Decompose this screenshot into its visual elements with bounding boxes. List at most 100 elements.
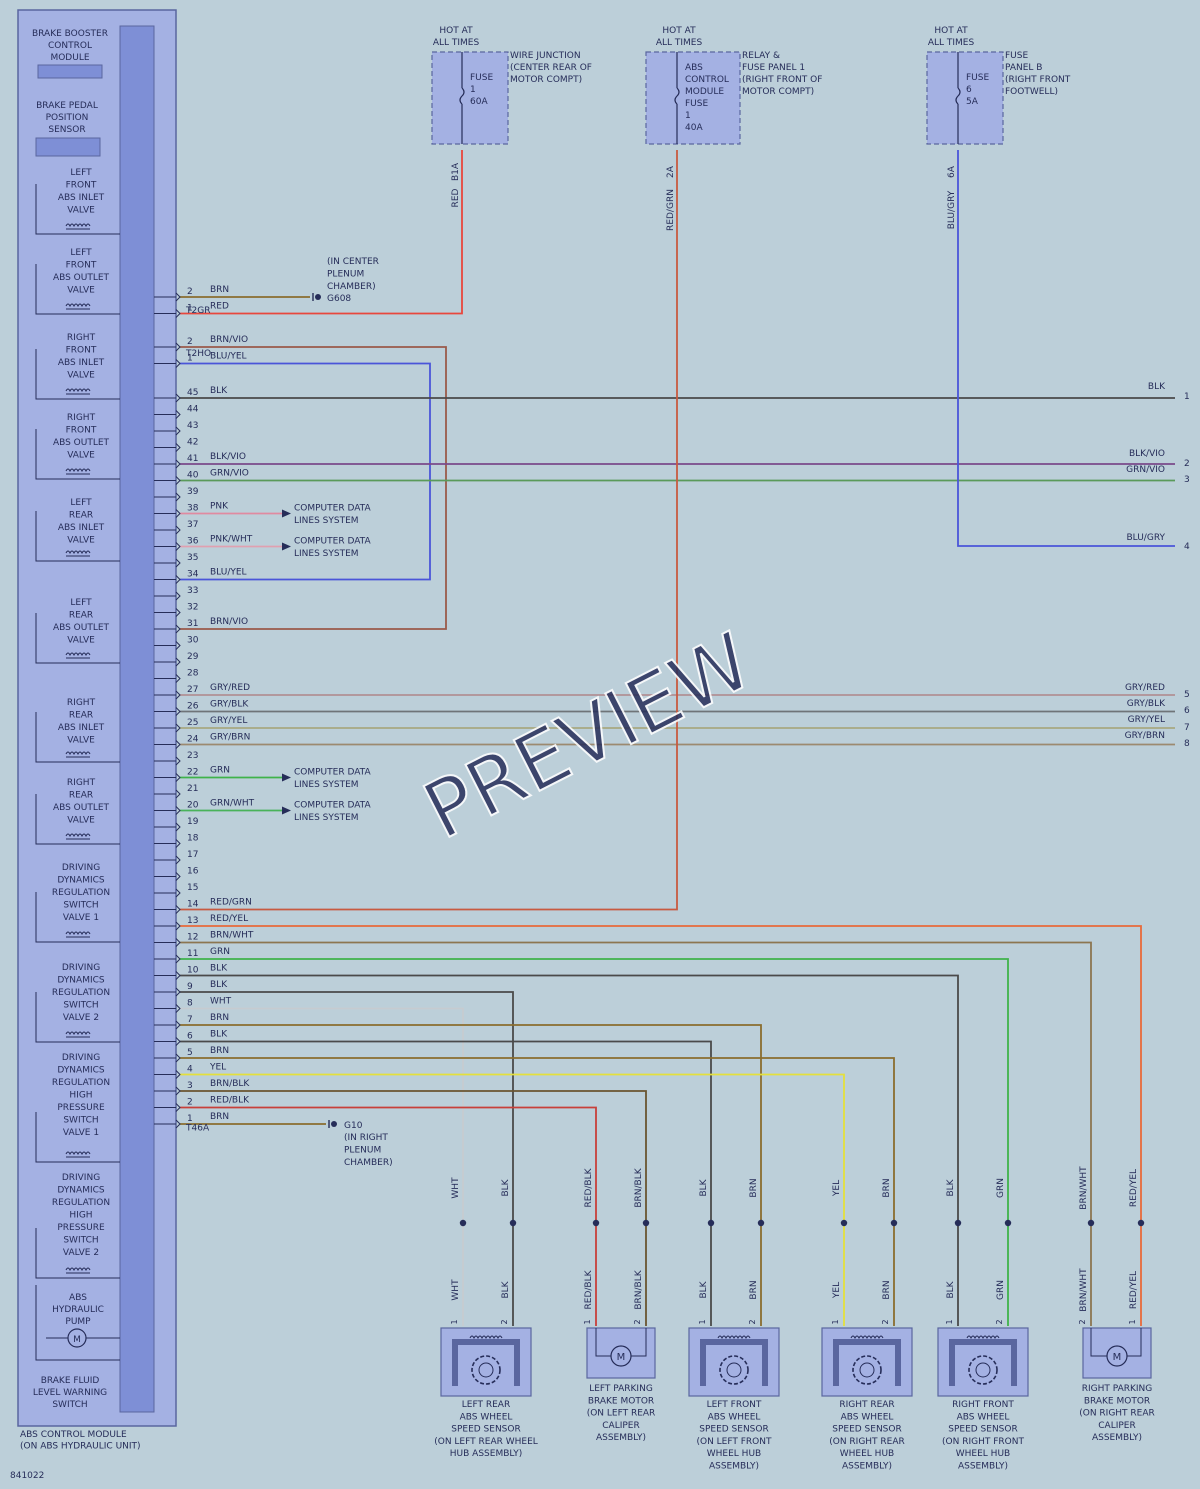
tone-ring-icon [968, 1355, 998, 1385]
wire-label: BRN/VIO [210, 617, 248, 627]
pin-chevron [175, 789, 181, 799]
component-wire-label: BRN/BLK [634, 1167, 644, 1207]
pin-chevron [175, 608, 181, 617]
wire-red-grn-fuse2 [180, 150, 678, 911]
component-pin-number: 1 [450, 1319, 459, 1324]
pin-number: 1 [187, 354, 193, 364]
sensor-magnet-icon [949, 1339, 1017, 1386]
hot-at-all-times-label: ALL TIMES [656, 38, 703, 48]
pin-chevron [175, 987, 181, 997]
fuse-inner-label: FUSE [966, 73, 989, 83]
component-wire-label: BLK [699, 1178, 709, 1196]
component-pin-number: 2 [1078, 1319, 1087, 1324]
hot-at-all-times-label: HOT AT [439, 26, 473, 36]
pin-number: 1 [187, 1114, 193, 1124]
component-label: ASSEMBLY) [1092, 1433, 1142, 1443]
component-pin-number: 1 [945, 1319, 954, 1324]
pin-number: 24 [187, 735, 199, 745]
g10-label: G10 [344, 1121, 363, 1131]
valve-label: FRONT [66, 261, 97, 271]
valve-label: LEFT [70, 168, 92, 178]
sensor-magnet-icon [833, 1339, 901, 1386]
brake-booster-label: MODULE [50, 53, 89, 63]
output-number: 3 [1184, 475, 1190, 485]
g10-location: PLENUM [344, 1146, 381, 1156]
wire-brn-wht [180, 941, 1092, 1326]
computer-data-lines-label: COMPUTER DATA [294, 801, 371, 811]
g10-location: (IN RIGHT [344, 1133, 388, 1143]
tone-ring-icon [719, 1355, 749, 1385]
component-wire-label: BRN/BLK [634, 1269, 644, 1309]
wire-red-blk [180, 1106, 597, 1326]
fuse-location-label: (RIGHT FRONT [1005, 75, 1071, 85]
pin-chevron [175, 723, 181, 733]
component-wire-label: BLK [946, 1280, 956, 1298]
splice-dot-icon [1087, 1219, 1095, 1227]
module-title: ABS CONTROL MODULE [20, 1430, 127, 1440]
pin-number: 16 [187, 867, 199, 877]
pin-chevron [175, 756, 181, 766]
component-label: SPEED SENSOR [451, 1425, 521, 1435]
component-label: SPEED SENSOR [948, 1425, 1018, 1435]
pin-chevron [175, 641, 181, 650]
wire-label: RED/GRN [210, 898, 252, 908]
pin-chevron [175, 591, 181, 601]
component-wire-label: RED/YEL [1129, 1271, 1139, 1309]
valve-frame [35, 1228, 120, 1279]
valve-label: ABS OUTLET [53, 623, 110, 633]
coil-icon [65, 223, 91, 228]
component-pin-number: 2 [881, 1319, 890, 1324]
valve-label: ABS INLET [58, 523, 105, 533]
fuse-inner-label: 60A [470, 97, 488, 107]
pin-chevron [175, 342, 181, 352]
pin-chevron [175, 674, 181, 683]
rotation-arrow-icon [859, 1362, 875, 1378]
fuse-inner-label: 1 [470, 85, 476, 95]
pump-label: PUMP [65, 1317, 91, 1327]
valve-label: VALVE [67, 636, 95, 646]
valve-frame [35, 184, 120, 235]
motor-letter: M [617, 1352, 626, 1363]
pin-number: 18 [187, 834, 199, 844]
pin-chevron [175, 921, 181, 931]
pin-number: 12 [187, 933, 198, 943]
pedal-sensor-label: SENSOR [48, 125, 85, 135]
module-bus-bar [119, 25, 155, 1413]
component-pin-number: 1 [831, 1319, 840, 1324]
component-wire-label: WHT [451, 1177, 461, 1199]
valve-label: REAR [69, 611, 93, 621]
valve-label: REGULATION [52, 888, 110, 898]
fuse-icon [459, 87, 465, 105]
g608-label: G608 [327, 294, 351, 304]
pin-chevron [175, 905, 181, 914]
hot-at-all-times-label: HOT AT [662, 26, 696, 36]
component-wire-label: WHT [451, 1279, 461, 1301]
pin-number: 7 [187, 1015, 193, 1025]
fuse-icon [955, 87, 961, 105]
pin-number: 34 [187, 570, 199, 580]
valve-frame [35, 992, 120, 1043]
wire-label: GRY/YEL [210, 716, 247, 726]
valve-label: HIGH [69, 1091, 92, 1101]
output-wire-label: GRY/BRN [1125, 731, 1165, 741]
component-label: LEFT PARKING [589, 1384, 653, 1394]
coil-icon [65, 1267, 91, 1272]
fuse-pin: B1A [451, 162, 461, 181]
pin-chevron [175, 459, 181, 469]
hot-at-all-times-label: ALL TIMES [928, 38, 975, 48]
valve-label: REAR [69, 511, 93, 521]
component-pin-number: 1 [698, 1319, 707, 1324]
wire-label: GRN [210, 766, 230, 776]
valve-frame [35, 264, 120, 315]
component-pin-number: 2 [995, 1319, 1004, 1324]
fuse-icon [674, 87, 680, 105]
coil-icon [469, 1335, 503, 1340]
wire-label: BRN [210, 285, 229, 295]
component-wire-label: BLK [501, 1178, 511, 1196]
wire-label: BRN/VIO [210, 335, 248, 345]
valve-label: DRIVING [62, 863, 100, 873]
component-label: ABS WHEEL [841, 1412, 894, 1422]
ground-icon [315, 294, 321, 300]
pin-number: 2 [187, 287, 193, 297]
pin-chevron [175, 309, 181, 318]
